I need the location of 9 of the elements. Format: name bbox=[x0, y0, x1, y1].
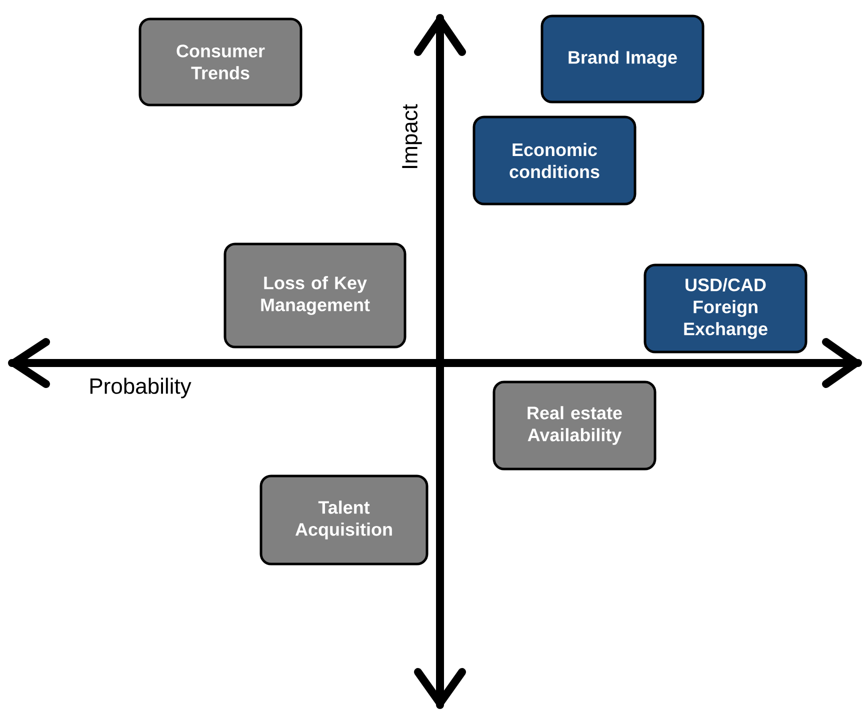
risk-box: Brand Image bbox=[540, 14, 704, 104]
axis-label: Probability bbox=[90, 378, 192, 398]
risk-box: Real estate Availability bbox=[492, 380, 656, 470]
risk-box: Economic conditions bbox=[472, 116, 636, 206]
risk-box: Loss of Key Management bbox=[224, 242, 406, 348]
risk-box: Talent Acquisition bbox=[260, 474, 428, 566]
risk-box: USD/CAD Foreign Exchange bbox=[644, 264, 808, 354]
risk-box: Consumer Trends bbox=[138, 18, 302, 106]
axis-label: Impact bbox=[402, 104, 422, 168]
